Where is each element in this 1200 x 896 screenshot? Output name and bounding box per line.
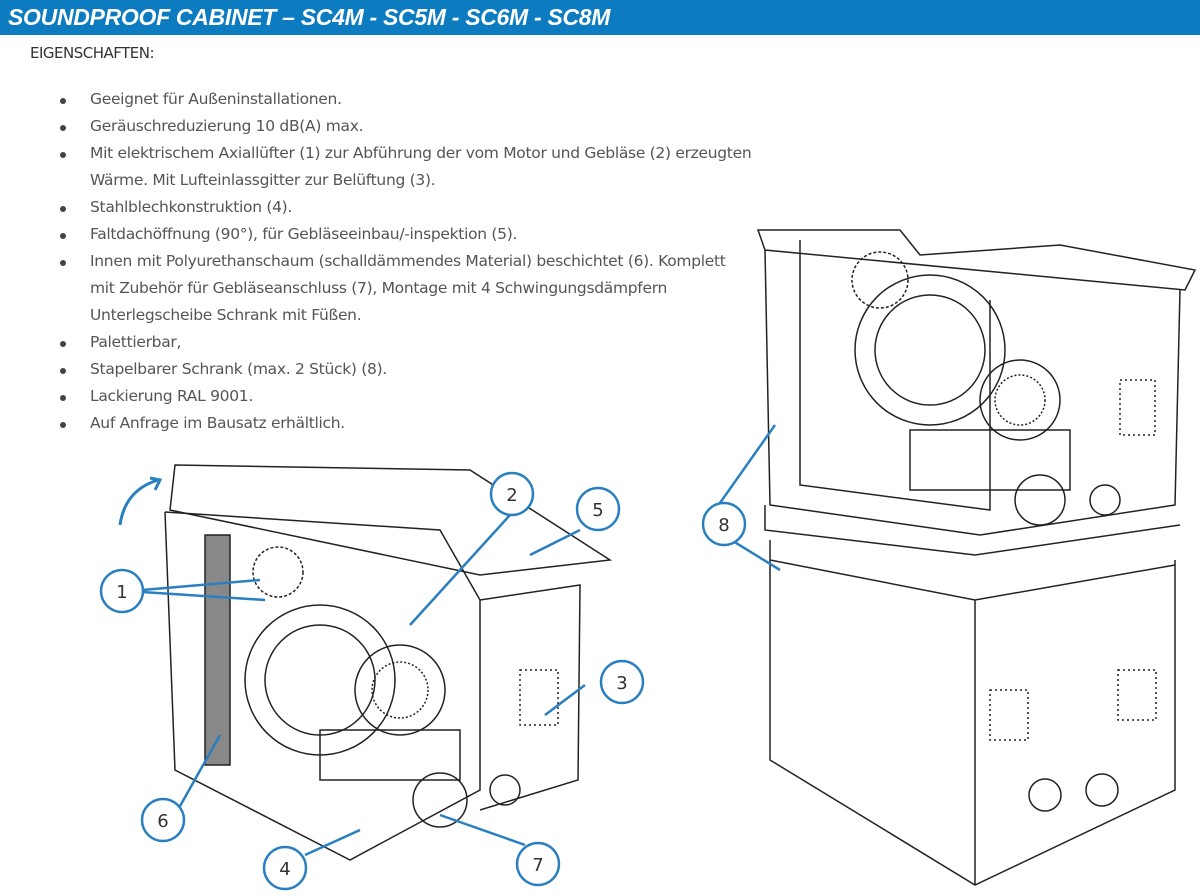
callout-4: 4 <box>262 845 308 891</box>
svg-text:2: 2 <box>506 485 517 506</box>
svg-text:6: 6 <box>157 811 168 832</box>
callout-leaders <box>141 424 781 857</box>
list-item: Auf Anfrage im Bausatz erhältlich. <box>58 410 778 437</box>
callout-3: 3 <box>599 659 645 705</box>
callout-7: 7 <box>515 841 561 887</box>
list-item: Innen mit Polyurethanschaum (schalldämme… <box>58 248 750 329</box>
list-item: Geräuschreduzierung 10 dB(A) max. <box>58 113 778 140</box>
svg-text:8: 8 <box>718 515 729 536</box>
list-item: Stahlblechkonstruktion (4). <box>58 194 778 221</box>
svg-text:7: 7 <box>532 855 543 876</box>
list-item: Stapelbarer Schrank (max. 2 Stück) (8). <box>58 356 778 383</box>
list-item: Mit elektrischem Axiallüfter (1) zur Abf… <box>58 140 778 194</box>
svg-text:3: 3 <box>616 673 627 694</box>
callout-6: 6 <box>140 797 186 843</box>
list-item: Palettierbar, <box>58 329 778 356</box>
svg-text:1: 1 <box>116 582 127 603</box>
stacked-cabinet-drawing <box>756 229 1197 886</box>
callout-1: 1 <box>99 568 145 614</box>
svg-text:4: 4 <box>279 859 290 880</box>
callout-8: 8 <box>701 501 747 547</box>
page-title: SOUNDPROOF CABINET – SC4M - SC5M - SC6M … <box>8 4 611 30</box>
list-item: Geeignet für Außeninstallationen. <box>58 86 778 113</box>
header-bar: SOUNDPROOF CABINET – SC4M - SC5M - SC6M … <box>0 0 1200 35</box>
list-item: Lackierung RAL 9001. <box>58 383 778 410</box>
svg-text:5: 5 <box>592 500 603 521</box>
callout-5: 5 <box>575 486 621 532</box>
callout-2: 2 <box>489 471 535 517</box>
section-title: EIGENSCHAFTEN: <box>30 44 155 62</box>
feature-list: Geeignet für Außeninstallationen. Geräus… <box>58 86 778 437</box>
list-item: Faltdachöffnung (90°), für Gebläseeinbau… <box>58 221 778 248</box>
